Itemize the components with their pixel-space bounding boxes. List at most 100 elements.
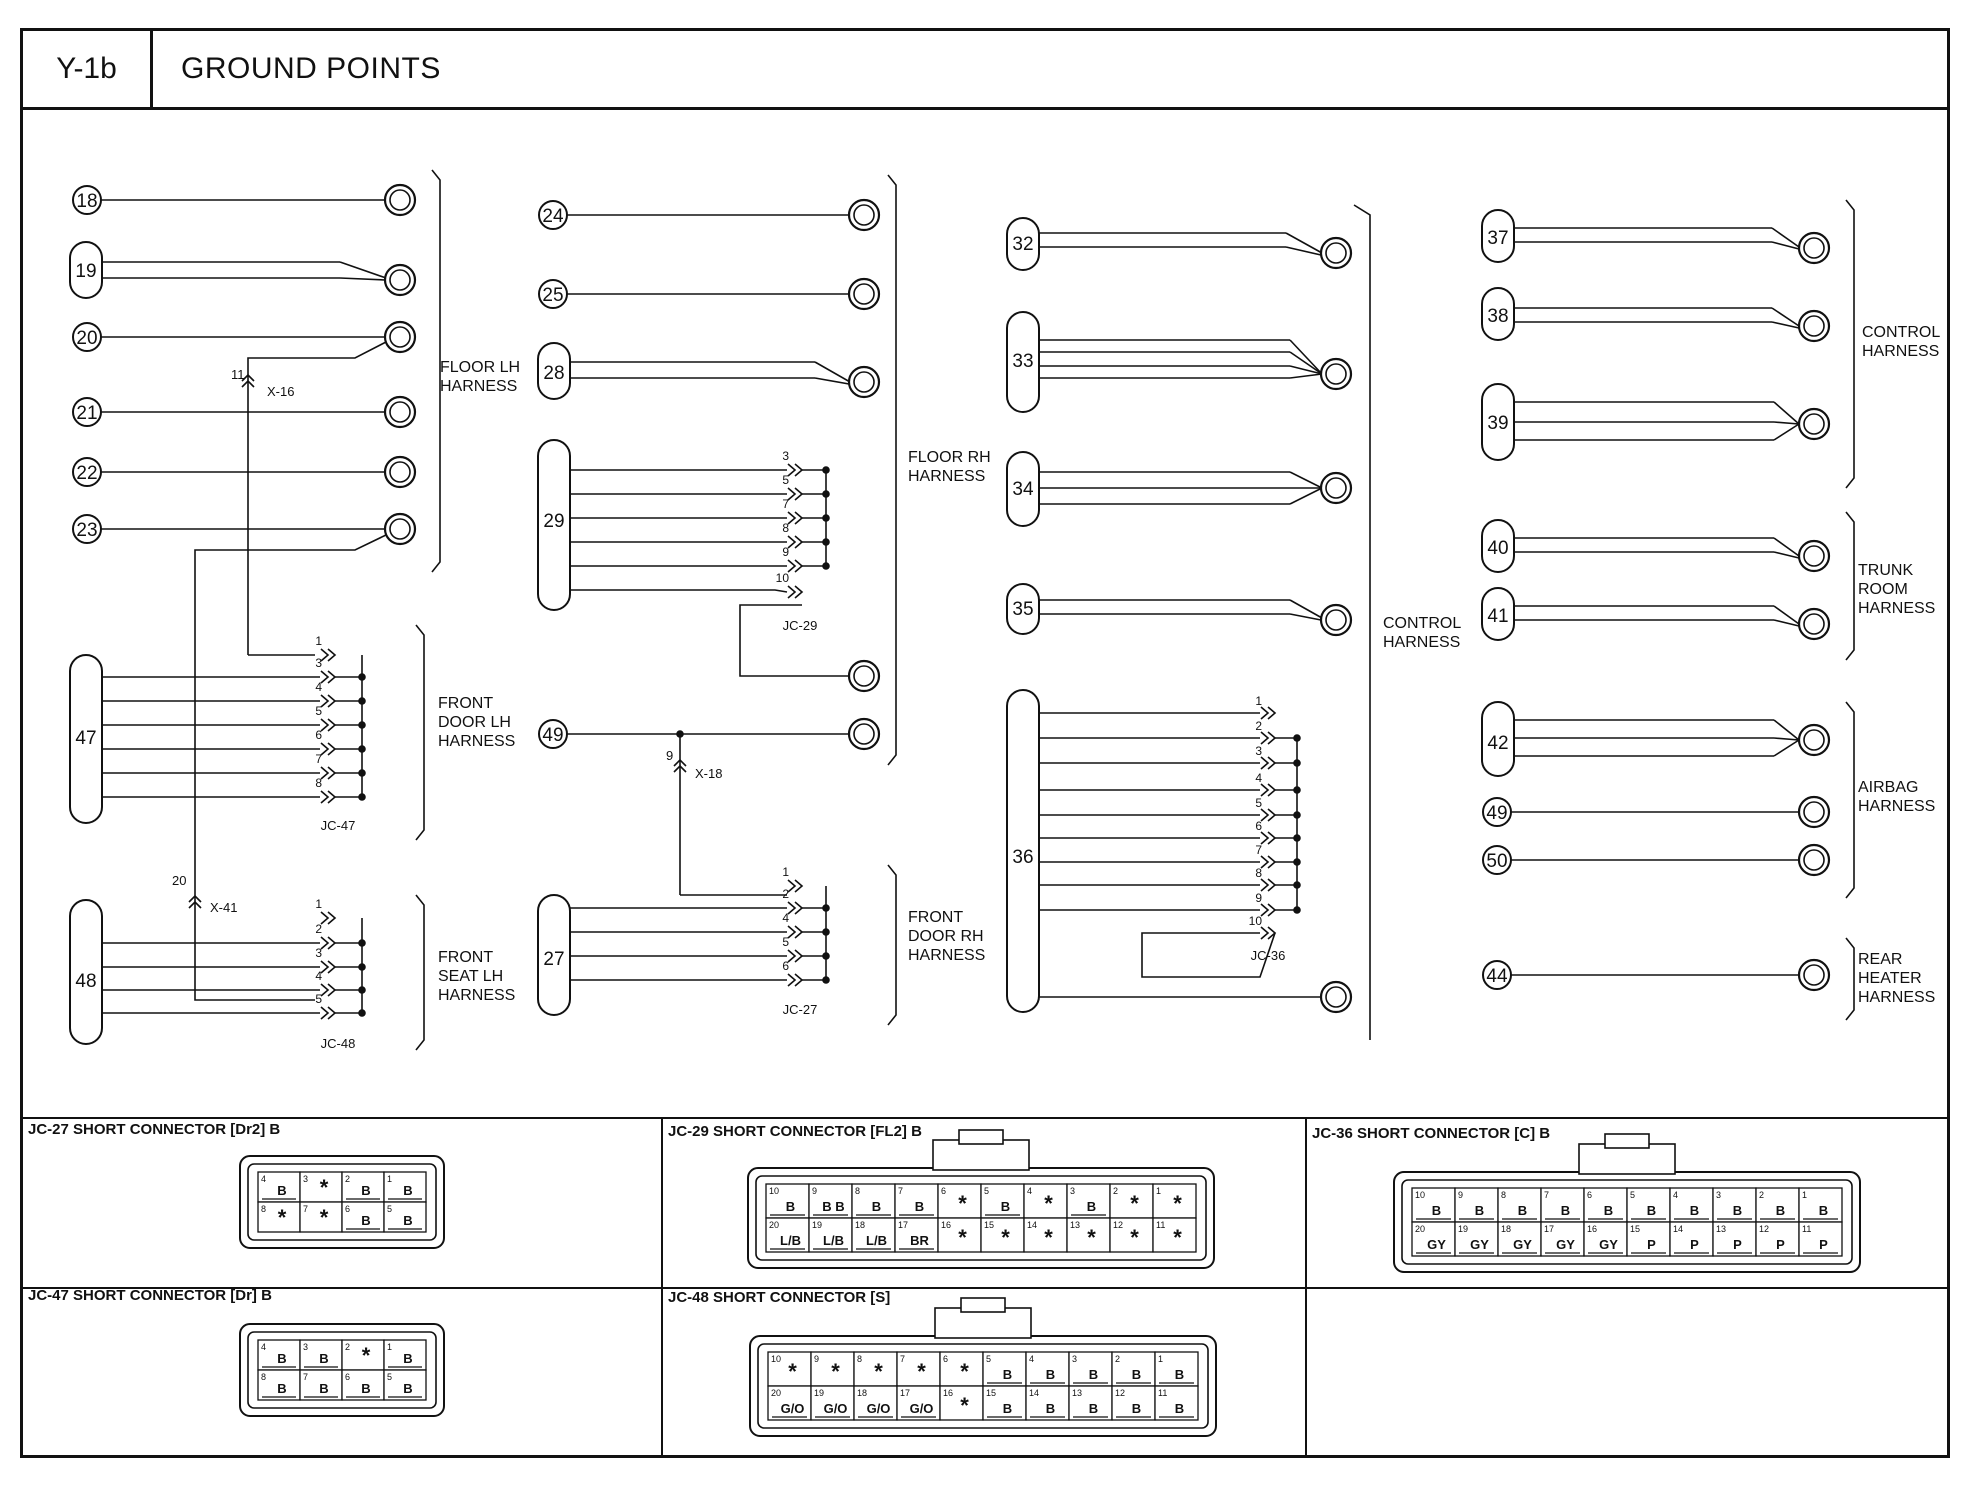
- pin-chevron: [1260, 855, 1270, 869]
- pin-cell: [383, 1171, 427, 1203]
- pin-number: 8: [857, 1354, 862, 1364]
- wire-color-code: B: [1132, 1401, 1141, 1416]
- ground-terminal-inner: [1325, 986, 1347, 1008]
- pin-chevron: [787, 901, 797, 915]
- pin-number: 20: [769, 1220, 779, 1230]
- splice-dot: [358, 745, 366, 753]
- connector-inner: [247, 1163, 437, 1241]
- pin-cell: [1025, 1385, 1070, 1421]
- ground-terminal-inner: [389, 461, 411, 483]
- pin-chevron: [327, 936, 337, 950]
- pin-number: 5: [986, 1354, 991, 1364]
- pin-chevron: [787, 535, 797, 549]
- unused-pin-mark: *: [278, 1205, 287, 1230]
- connector-inner: [757, 1343, 1209, 1429]
- pin-number: 6: [315, 728, 322, 742]
- connector-number: 42: [1487, 733, 1508, 754]
- pin-number: 2: [345, 1174, 350, 1184]
- splice-chevron: [241, 379, 255, 388]
- pin-cell: [299, 1171, 343, 1203]
- unused-pin-mark: *: [1130, 1225, 1139, 1250]
- connector-inner: [1401, 1179, 1853, 1265]
- connector-number: 47: [75, 728, 96, 749]
- pin-chevron: [327, 790, 337, 804]
- connector-number: 18: [76, 191, 97, 212]
- harness-label: TRUNK: [1858, 562, 1913, 579]
- connector-number: 37: [1487, 228, 1508, 249]
- wire: [1289, 487, 1323, 505]
- ground-terminal-inner: [1803, 964, 1825, 986]
- pin-cell: [767, 1385, 812, 1421]
- pin-number: 8: [1255, 866, 1262, 880]
- splice-dot: [358, 1009, 366, 1017]
- connector-number: 32: [1012, 234, 1033, 255]
- pin-number: 3: [1716, 1190, 1721, 1200]
- connector-circle: [538, 719, 568, 749]
- wire-color-code: GY: [1599, 1237, 1618, 1252]
- pin-cell: [383, 1339, 427, 1371]
- harness-label: HARNESS: [438, 987, 515, 1004]
- connector-circle: [72, 185, 102, 215]
- connector-circle: [1482, 960, 1512, 990]
- pin-chevron: [1260, 903, 1270, 917]
- wire-color-code: G/O: [781, 1401, 805, 1416]
- pin-number: 19: [1458, 1224, 1468, 1234]
- ground-terminal-inner: [1803, 613, 1825, 635]
- wire-color-code: B: [1089, 1367, 1098, 1382]
- pin-cell: [299, 1201, 343, 1233]
- connector-number: 39: [1487, 413, 1508, 434]
- splice-dot: [1293, 834, 1301, 842]
- harness-label: HARNESS: [1858, 798, 1935, 815]
- pin-cell: [982, 1385, 1027, 1421]
- pin-chevron: [794, 511, 804, 525]
- pin-number: 11: [1156, 1220, 1165, 1230]
- pin-cell: [853, 1385, 898, 1421]
- pin-chevron: [320, 766, 330, 780]
- pin-number: 13: [1072, 1388, 1082, 1398]
- pin-chevron: [327, 670, 337, 684]
- pin-chevron: [794, 879, 804, 893]
- wire: [1289, 613, 1322, 621]
- connector-pill: [1481, 383, 1515, 461]
- pin-chevron: [327, 694, 337, 708]
- pin-number: 3: [1072, 1354, 1077, 1364]
- wire: [1845, 701, 1855, 899]
- wire: [887, 864, 897, 1026]
- pin-chevron: [1260, 831, 1270, 845]
- pin-cell: [1755, 1221, 1800, 1257]
- harness-label: FRONT: [438, 695, 493, 712]
- connector-circle: [538, 200, 568, 230]
- wire: [1773, 739, 1800, 757]
- wire: [1289, 351, 1323, 375]
- wire-color-code: B: [1733, 1203, 1742, 1218]
- pin-cell: [1454, 1221, 1499, 1257]
- pin-number: 15: [984, 1220, 994, 1230]
- splice-dot: [1293, 858, 1301, 866]
- connector-circle: [72, 457, 102, 487]
- pin-chevron: [1267, 756, 1277, 770]
- wire-color-code: B: [872, 1199, 881, 1214]
- ground-terminal-inner: [1803, 729, 1825, 751]
- pin-number: 7: [782, 497, 789, 511]
- pin-chevron: [787, 925, 797, 939]
- pin-chevron: [794, 949, 804, 963]
- connector-pill: [537, 342, 571, 400]
- pin-cell: [383, 1369, 427, 1401]
- pin-cell: [1154, 1385, 1199, 1421]
- wire: [415, 894, 425, 1051]
- pin-number: 7: [315, 752, 322, 766]
- connector-pill: [1481, 209, 1515, 263]
- pin-cell: [1798, 1221, 1843, 1257]
- pin-chevron: [787, 559, 797, 573]
- connector-number: 38: [1487, 306, 1508, 327]
- pin-chevron: [787, 487, 797, 501]
- pin-chevron: [787, 463, 797, 477]
- wire: [814, 377, 850, 385]
- pin-cell: [937, 1183, 982, 1219]
- pin-number: 19: [814, 1388, 824, 1398]
- pin-number: 5: [387, 1372, 392, 1382]
- pin-cell: [896, 1351, 941, 1387]
- pin-chevron: [320, 983, 330, 997]
- splice-dot: [1293, 734, 1301, 742]
- pin-chevron: [320, 960, 330, 974]
